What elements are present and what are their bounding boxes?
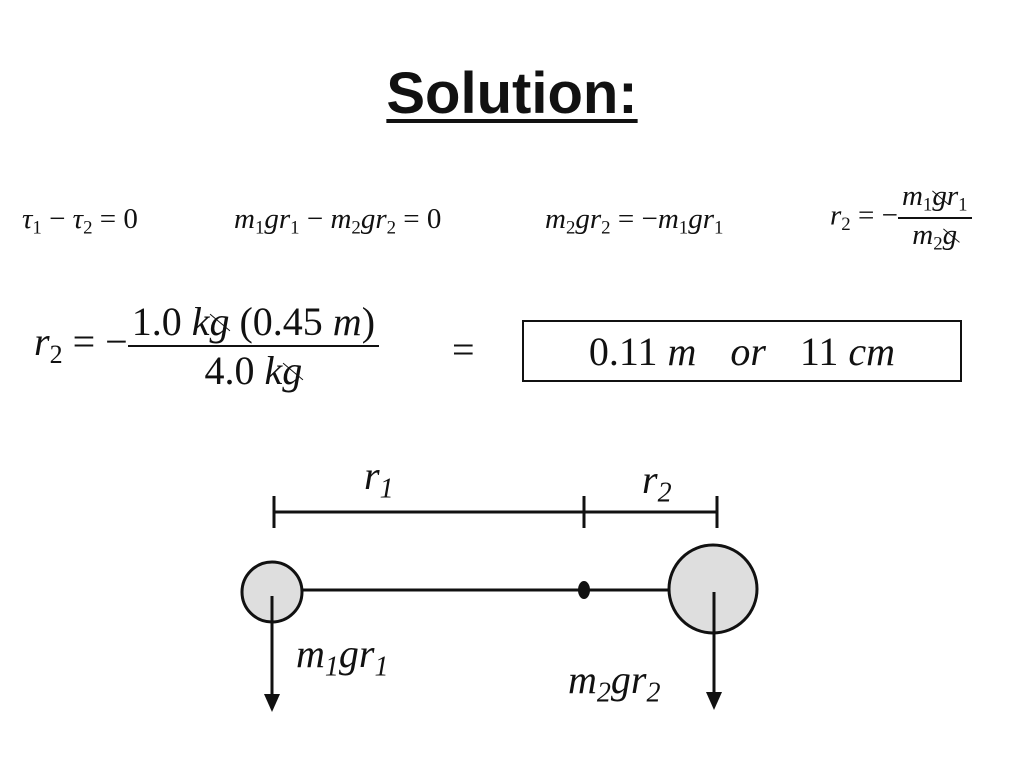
answer-or: or xyxy=(730,328,766,374)
force-arrowhead-2 xyxy=(706,692,722,710)
torque-equation: τ1 − τ2 = 0 xyxy=(22,203,138,239)
calc-fraction: 1.0 kg (0.45 m) 4.0 kg xyxy=(127,298,380,394)
r2-fraction: m1gr1 m2g xyxy=(897,180,972,255)
label-force-2: m2gr2 xyxy=(568,657,661,709)
answer-box: 0.11 m or 11 cm xyxy=(522,320,962,382)
label-r1: r1 xyxy=(364,453,394,505)
equals-sign: = xyxy=(452,327,475,372)
answer-centimeters: 11 cm xyxy=(799,328,896,374)
page-title: Solution: xyxy=(386,61,638,126)
answer-meters: 0.11 m xyxy=(588,328,697,374)
force-arrowhead-1 xyxy=(264,694,280,712)
r2-formula: r2 = − m1gr1 m2g xyxy=(830,180,972,255)
r2-calculation: r2 = − 1.0 kg (0.45 m) 4.0 kg xyxy=(34,298,380,394)
moment-equation: m1gr1 − m2gr2 = 0 xyxy=(234,203,442,239)
pivot-point xyxy=(578,581,590,599)
rearranged-equation: m2gr2 = −m1gr1 xyxy=(545,203,724,239)
label-r2: r2 xyxy=(642,457,672,509)
label-force-1: m1gr1 xyxy=(296,631,389,683)
